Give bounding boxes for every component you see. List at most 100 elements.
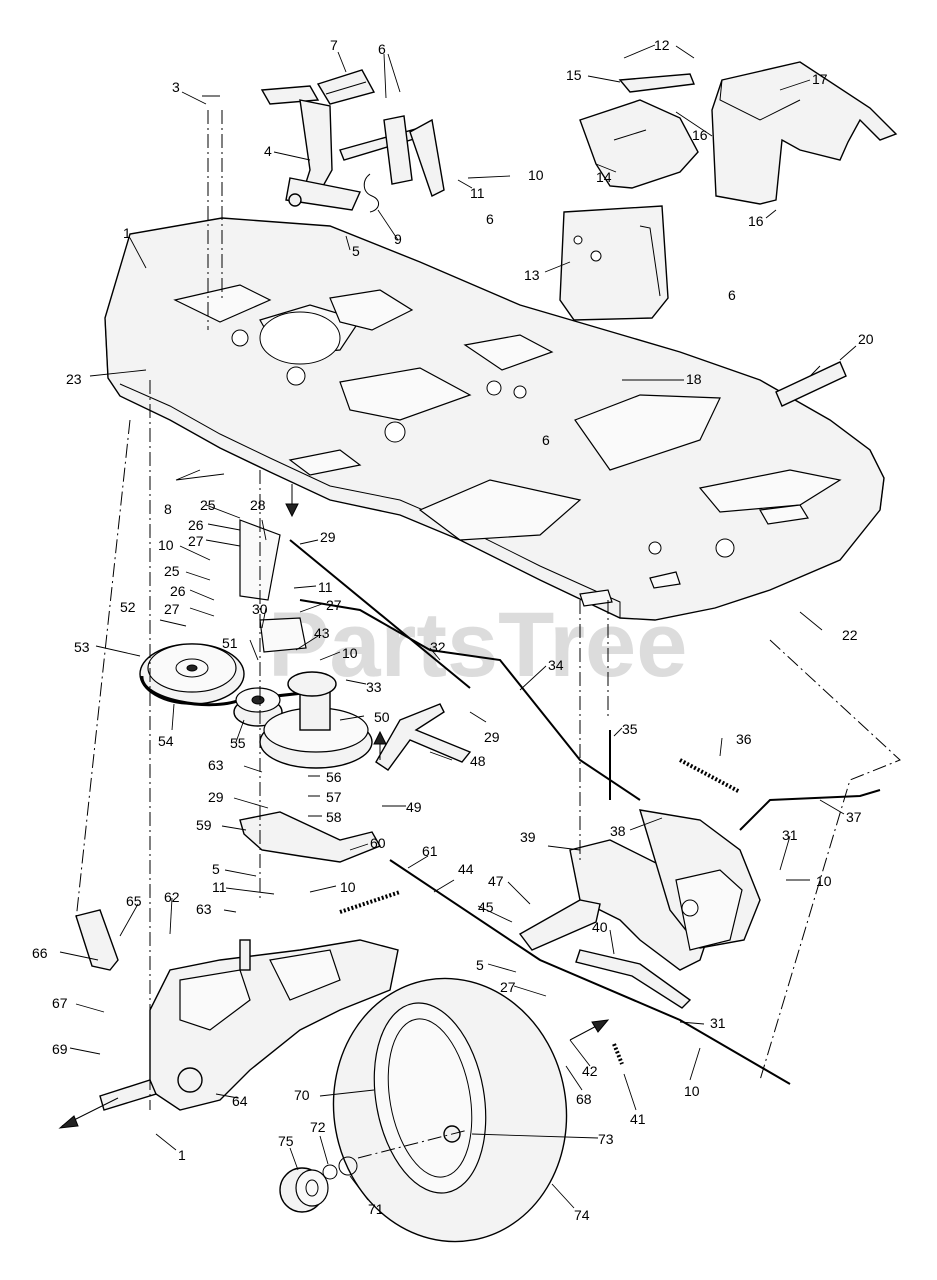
callout-11-b: 11 — [318, 579, 333, 595]
callout-43: 43 — [314, 625, 330, 641]
callout-53: 53 — [74, 639, 90, 655]
callout-55: 55 — [230, 735, 246, 751]
centerline-left — [75, 419, 131, 921]
callout-10-e: 10 — [340, 879, 356, 895]
callout-10-b: 10 — [158, 537, 174, 553]
callout-52: 52 — [120, 599, 136, 615]
callout-34: 34 — [548, 657, 564, 673]
link-40 — [575, 949, 692, 1009]
callout-10-c: 10 — [342, 645, 358, 661]
callout-57: 57 — [326, 789, 342, 805]
spring-9 — [363, 173, 379, 213]
callout-65: 65 — [126, 893, 142, 909]
callout-6-center: 6 — [542, 432, 550, 448]
callout-27-a: 27 — [188, 533, 204, 549]
callout-66: 66 — [32, 945, 48, 961]
grip-20 — [775, 361, 847, 407]
callout-3: 3 — [172, 79, 180, 95]
callout-16-bottom: 16 — [748, 213, 764, 229]
callout-25-b: 25 — [164, 563, 180, 579]
callout-54: 54 — [158, 733, 174, 749]
callout-69: 69 — [52, 1041, 68, 1057]
callout-23: 23 — [66, 371, 82, 387]
callout-10-d: 10 — [816, 873, 832, 889]
callout-1-top: 1 — [123, 225, 131, 241]
callout-63-a: 63 — [208, 757, 224, 773]
bracket-59 — [239, 811, 382, 863]
plate-45 — [518, 899, 601, 951]
callout-6-right: 6 — [728, 287, 736, 303]
callout-42: 42 — [582, 1063, 598, 1079]
washer-71 — [338, 1156, 358, 1176]
callout-44: 44 — [458, 861, 474, 877]
callout-72: 72 — [310, 1119, 326, 1135]
callout-29-c: 29 — [208, 789, 224, 805]
centerline-wheel — [357, 1129, 469, 1159]
callout-labels: 1 3 4 5 6 6 6 6 7 8 9 10 11 12 13 14 15 … — [32, 37, 874, 1223]
pulley-53 — [139, 643, 245, 705]
callout-73: 73 — [598, 1131, 614, 1147]
rod-34 — [299, 599, 641, 801]
pulley-50 — [259, 671, 373, 769]
fender-14 — [579, 99, 699, 189]
brake-pedal — [260, 69, 376, 211]
callout-45: 45 — [478, 899, 494, 915]
callout-41: 41 — [630, 1111, 646, 1127]
leader-lines — [59, 44, 857, 1209]
callout-7: 7 — [330, 37, 338, 53]
callout-56: 56 — [326, 769, 342, 785]
callout-58: 58 — [326, 809, 342, 825]
callout-35: 35 — [622, 721, 638, 737]
callout-40: 40 — [592, 919, 608, 935]
callout-61: 61 — [422, 843, 438, 859]
callout-11-top: 11 — [470, 185, 485, 201]
callout-4: 4 — [264, 143, 272, 159]
spring-36 — [679, 758, 741, 794]
frame-assembly — [104, 217, 885, 621]
callout-68: 68 — [576, 1091, 592, 1107]
callout-20: 20 — [858, 331, 874, 347]
callout-31-b: 31 — [710, 1015, 726, 1031]
arrow-right-head — [591, 1019, 610, 1033]
centerline-right — [759, 639, 901, 1081]
arrow-down-head — [285, 503, 299, 518]
tire-74 — [332, 977, 568, 1243]
callout-10-top: 10 — [528, 167, 544, 183]
callout-30: 30 — [252, 601, 268, 617]
pedal-pad — [316, 69, 376, 105]
callout-28: 28 — [250, 497, 266, 513]
callout-26-a: 26 — [188, 517, 204, 533]
callout-10-f: 10 — [684, 1083, 700, 1099]
rod-37 — [739, 789, 881, 831]
callout-39: 39 — [520, 829, 536, 845]
link-15 — [618, 73, 695, 93]
brake-bracket-39 — [569, 809, 761, 971]
callout-1-bottom: 1 — [178, 1147, 186, 1163]
height-bracket-13 — [559, 205, 669, 321]
hub-75 — [279, 1167, 329, 1213]
idler-arm-30 — [259, 617, 307, 653]
transaxle-64 — [99, 939, 399, 1111]
callout-5-top: 5 — [352, 243, 360, 259]
callout-67: 67 — [52, 995, 68, 1011]
arrow-up-head — [373, 730, 387, 745]
callout-9: 9 — [394, 231, 402, 247]
callout-29-a: 29 — [320, 529, 336, 545]
bracket-66 — [75, 909, 119, 971]
callout-6-top: 6 — [378, 41, 386, 57]
callout-13: 13 — [524, 267, 540, 283]
shaft-assembly — [288, 115, 445, 213]
callout-64: 64 — [232, 1093, 248, 1109]
callout-8: 8 — [164, 501, 172, 517]
callout-5-mid: 5 — [212, 861, 220, 877]
callout-18: 18 — [686, 371, 702, 387]
steering-opening — [259, 311, 341, 365]
callout-38: 38 — [610, 823, 626, 839]
callout-5-bottom: 5 — [476, 957, 484, 973]
callout-31-a: 31 — [782, 827, 798, 843]
callout-75: 75 — [278, 1133, 294, 1149]
spring-41 — [612, 1043, 624, 1065]
callout-37: 37 — [846, 809, 862, 825]
arrow-left-head — [58, 1115, 79, 1129]
